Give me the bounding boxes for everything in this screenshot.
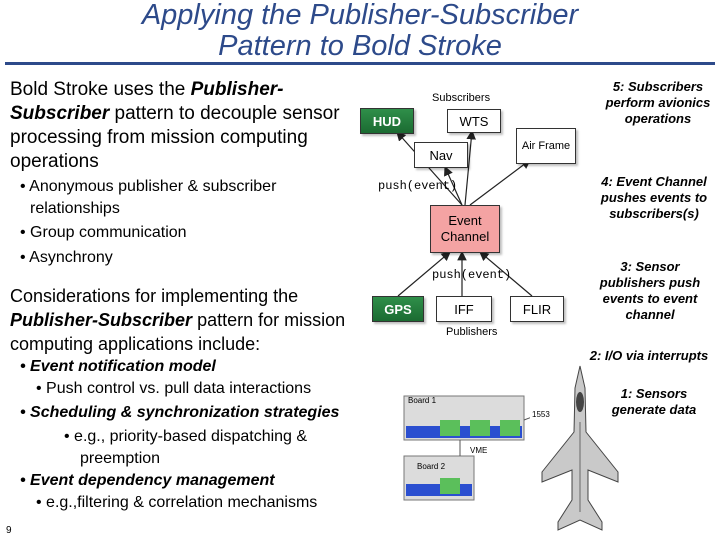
nav-node: Nav <box>414 142 468 168</box>
publishers-label: Publishers <box>446 326 498 338</box>
title-line-2: Pattern to Bold Stroke <box>218 30 502 62</box>
push-event-bottom-label: push(event) <box>432 268 512 282</box>
intro-paragraph: Bold Stroke uses the Publisher-Subscribe… <box>10 79 340 172</box>
arrow-to-nav <box>444 165 463 206</box>
gps-node: GPS <box>372 296 424 322</box>
bullet-3: • Asynchrony <box>20 249 113 266</box>
item-1-sub: • Push control vs. pull data interaction… <box>36 380 312 397</box>
hardware-boards <box>403 395 530 501</box>
page-number: 9 <box>6 525 12 536</box>
note-3: 3: Sensor publishers push events to even… <box>599 259 701 322</box>
slide-title: Applying the Publisher-Subscriber Patter… <box>0 0 720 62</box>
considerations-paragraph: Considerations for implementing the Publ… <box>10 286 346 354</box>
vme-label: VME <box>470 446 488 455</box>
item-2-label: • Scheduling & synchronization strategie… <box>20 404 340 421</box>
push-event-top-label: push(event) <box>378 179 458 193</box>
arrow-from-flir <box>479 251 533 297</box>
event-channel-node: Event Channel <box>430 205 500 253</box>
note-2: 2: I/O via interrupts <box>589 348 709 363</box>
item-3-sub: • e.g.,filtering & correlation mechanism… <box>36 494 318 511</box>
subscribers-label: Subscribers <box>432 92 491 104</box>
item-1-label: • Event notification model <box>20 358 216 375</box>
note-5: 5: Subscribers perform avionics operatio… <box>605 79 711 126</box>
considerations-list: • Event notification model • Push contro… <box>20 356 360 514</box>
arrow-to-airframe <box>469 159 531 206</box>
bullet-1: • Anonymous publisher & subscriber relat… <box>20 178 277 217</box>
hud-node: HUD <box>360 108 414 134</box>
bus-1553-label: 1553 <box>532 410 550 419</box>
title-rule <box>5 62 715 65</box>
note-4: 4: Event Channel pushes events to subscr… <box>600 174 708 221</box>
arrow-to-hud <box>396 131 463 206</box>
board-1-label: Board 1 <box>408 396 437 405</box>
arrow-from-gps <box>397 251 451 297</box>
title-line-1: Applying the Publisher-Subscriber <box>141 0 579 31</box>
intro-bullets: • Anonymous publisher & subscriber relat… <box>12 176 342 270</box>
fighter-jet-icon <box>541 365 619 531</box>
airframe-node: Air Frame <box>516 128 576 164</box>
flir-node: FLIR <box>510 296 564 322</box>
bus-1553-link <box>523 417 530 421</box>
bullet-2: • Group communication <box>20 224 187 241</box>
item-3-label: • Event dependency management <box>20 472 275 489</box>
wts-node: WTS <box>447 109 501 133</box>
arrow-to-wts <box>464 129 476 206</box>
note-1: 1: Sensors generate data <box>611 386 697 417</box>
board-2-label: Board 2 <box>417 462 446 471</box>
item-2-sub: • e.g., priority-based dispatching & pre… <box>64 428 308 467</box>
iff-node: IFF <box>436 296 492 322</box>
